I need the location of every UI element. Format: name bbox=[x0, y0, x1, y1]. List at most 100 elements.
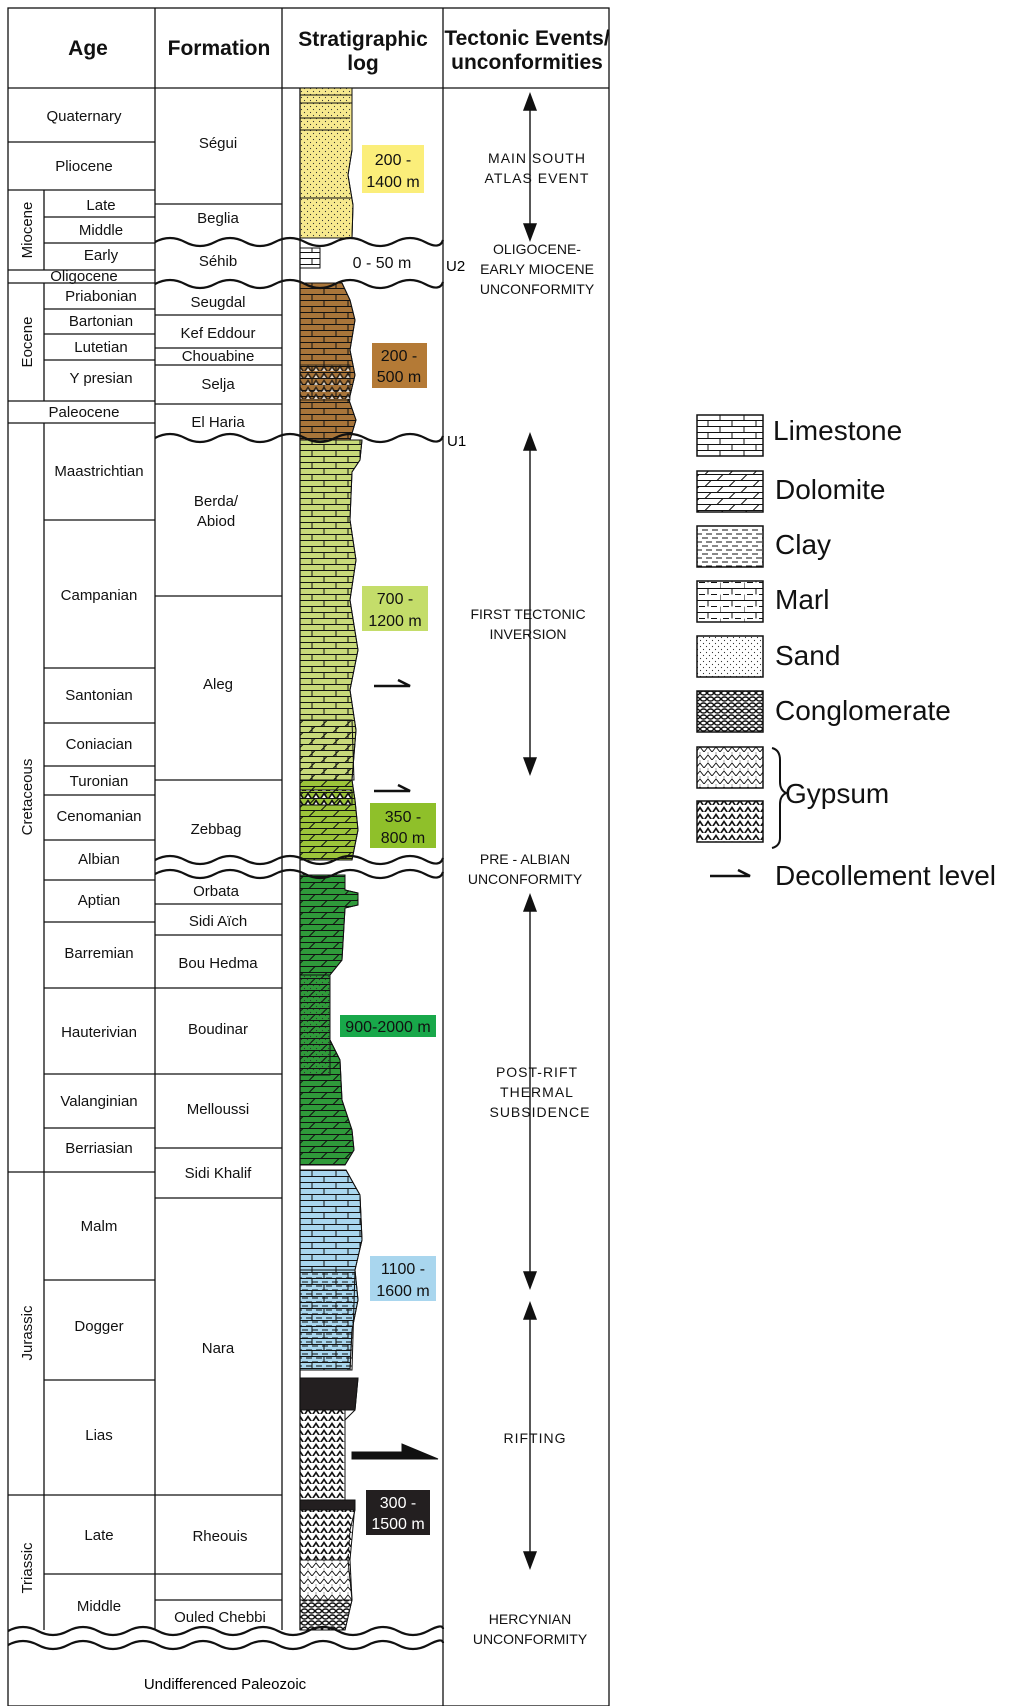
event-pre-albian-1: PRE - ALBIAN bbox=[480, 851, 570, 867]
formation-chouabine: Chouabine bbox=[182, 348, 255, 365]
period-miocene: Miocene bbox=[19, 202, 36, 259]
period-triassic: Triassic bbox=[19, 1542, 36, 1594]
age-valanginian: Valanginian bbox=[60, 1093, 137, 1110]
age-quaternary: Quaternary bbox=[46, 108, 122, 125]
formation-rheouis: Rheouis bbox=[192, 1528, 247, 1545]
decollement-arrow-turonian bbox=[374, 783, 411, 793]
age-turonian: Turonian bbox=[70, 773, 129, 790]
table-grid bbox=[7, 7, 610, 1706]
formation-melloussi: Melloussi bbox=[187, 1101, 250, 1118]
legend-conglomerate-label: Conglomerate bbox=[775, 695, 951, 726]
lithology-log bbox=[299, 87, 363, 1631]
formation-el-haria: El Haria bbox=[191, 414, 245, 431]
event-oligocene-2: EARLY MIOCENE bbox=[480, 261, 594, 277]
header-events-1: Tectonic Events/ bbox=[444, 27, 609, 50]
event-post-rift-2: THERMAL bbox=[500, 1084, 574, 1100]
event-pre-albian-2: UNCONFORMITY bbox=[468, 871, 583, 887]
legend: Limestone Dolomite Clay Marl Sand Conglo… bbox=[696, 414, 996, 891]
thickness-jurassic-2: 1600 m bbox=[376, 1283, 429, 1300]
age-bartonian: Bartonian bbox=[69, 313, 133, 330]
age-ypresian: Y presian bbox=[69, 370, 132, 387]
formation-ouled-chebbi: Ouled Chebbi bbox=[174, 1609, 266, 1626]
formation-sehib: Séhib bbox=[199, 253, 237, 270]
pre-albian-unconformity-bottom bbox=[154, 868, 445, 880]
event-hercynian-1: HERCYNIAN bbox=[489, 1611, 571, 1627]
legend-decollement-label: Decollement level bbox=[775, 860, 996, 891]
age-late-triassic: Late bbox=[84, 1527, 113, 1544]
thickness-segui-2: 1400 m bbox=[366, 174, 419, 191]
formation-sidi-khalif: Sidi Khalif bbox=[185, 1165, 253, 1182]
decollement-arrow-lias bbox=[351, 1443, 439, 1460]
event-oligocene-1: OLIGOCENE- bbox=[493, 241, 581, 257]
formation-bou-hedma: Bou Hedma bbox=[178, 955, 258, 972]
hercynian-unconformity-top bbox=[7, 1625, 445, 1637]
header-log-1: Stratigraphic bbox=[298, 28, 428, 51]
period-eocene: Eocene bbox=[19, 317, 36, 368]
formation-aleg: Aleg bbox=[203, 676, 233, 693]
legend-marl-label: Marl bbox=[775, 584, 829, 615]
legend-sand-swatch bbox=[696, 635, 764, 678]
event-hercynian-2: UNCONFORMITY bbox=[473, 1631, 588, 1647]
formation-kef-eddour: Kef Eddour bbox=[180, 325, 255, 342]
age-lias: Lias bbox=[85, 1427, 113, 1444]
legend-gypsum-brace bbox=[771, 747, 789, 849]
formation-orbata: Orbata bbox=[193, 883, 240, 900]
pre-albian-unconformity-top bbox=[154, 854, 445, 866]
thickness-paleogene-1: 200 - bbox=[381, 348, 417, 365]
event-oligocene-3: UNCONFORMITY bbox=[480, 281, 595, 297]
age-hauterivian: Hauterivian bbox=[61, 1024, 137, 1041]
thickness-paleogene-2: 500 m bbox=[377, 369, 421, 386]
legend-conglomerate-swatch bbox=[696, 690, 764, 733]
thickness-upper-cret-2: 1200 m bbox=[368, 613, 421, 630]
legend-marl-swatch bbox=[696, 580, 764, 623]
legend-dolomite-swatch bbox=[696, 470, 764, 513]
paleozoic-basement: Undifferenced Paleozoic bbox=[144, 1676, 307, 1693]
unconformity-lines bbox=[7, 236, 445, 1651]
age-santonian: Santonian bbox=[65, 687, 133, 704]
formation-berda-abiod-2: Abiod bbox=[197, 513, 235, 530]
age-paleocene: Paleocene bbox=[49, 404, 120, 421]
formation-berda-abiod-1: Berda/ bbox=[194, 493, 239, 510]
thickness-segui-1: 200 - bbox=[375, 152, 411, 169]
legend-gypsum-label: Gypsum bbox=[785, 778, 889, 809]
legend-limestone-swatch bbox=[696, 414, 764, 457]
u2-unconformity-top bbox=[154, 236, 445, 248]
legend-limestone-label: Limestone bbox=[773, 415, 902, 446]
u1-label: U1 bbox=[447, 433, 466, 450]
thickness-boxes bbox=[340, 145, 436, 1535]
age-malm: Malm bbox=[81, 1218, 118, 1235]
age-maastrichtian: Maastrichtian bbox=[54, 463, 143, 480]
event-post-rift-3: SUBSIDENCE bbox=[489, 1104, 590, 1120]
event-main-atlas-1: MAIN SOUTH bbox=[488, 150, 586, 166]
age-barremian: Barremian bbox=[64, 945, 133, 962]
formation-segui: Ségui bbox=[199, 135, 237, 152]
legend-sand-label: Sand bbox=[775, 640, 840, 671]
age-campanian: Campanian bbox=[61, 587, 138, 604]
legend-clay-swatch bbox=[696, 525, 764, 568]
thickness-zebbag-1: 350 - bbox=[385, 809, 421, 826]
event-first-inversion-2: INVERSION bbox=[489, 626, 566, 642]
age-priabonian: Priabonian bbox=[65, 288, 137, 305]
hercynian-unconformity-bottom bbox=[7, 1639, 445, 1651]
u2-unconformity-bottom bbox=[154, 278, 445, 290]
legend-gypsum-swatch-1 bbox=[696, 746, 764, 789]
age-middle-miocene: Middle bbox=[79, 222, 123, 239]
age-middle-triassic: Middle bbox=[77, 1598, 121, 1615]
event-main-atlas-2: ATLAS EVENT bbox=[485, 170, 590, 186]
age-aptian: Aptian bbox=[78, 892, 121, 909]
thickness-lower-cret: 900-2000 m bbox=[345, 1019, 430, 1036]
thickness-triassic-2: 1500 m bbox=[371, 1516, 424, 1533]
event-rifting: RIFTING bbox=[504, 1430, 567, 1446]
thickness-upper-cret-1: 700 - bbox=[377, 591, 413, 608]
formation-zebbag: Zebbag bbox=[191, 821, 242, 838]
decollement-arrow-aleg bbox=[374, 678, 411, 688]
formation-sidi-aich: Sidi Aïch bbox=[189, 913, 247, 930]
age-cenomanian: Cenomanian bbox=[56, 808, 141, 825]
header-age: Age bbox=[68, 37, 108, 60]
formation-beglia: Beglia bbox=[197, 210, 239, 227]
age-dogger: Dogger bbox=[74, 1318, 123, 1335]
thickness-triassic-1: 300 - bbox=[380, 1495, 416, 1512]
formation-seugdal: Seugdal bbox=[190, 294, 245, 311]
period-jurassic: Jurassic bbox=[19, 1305, 36, 1361]
